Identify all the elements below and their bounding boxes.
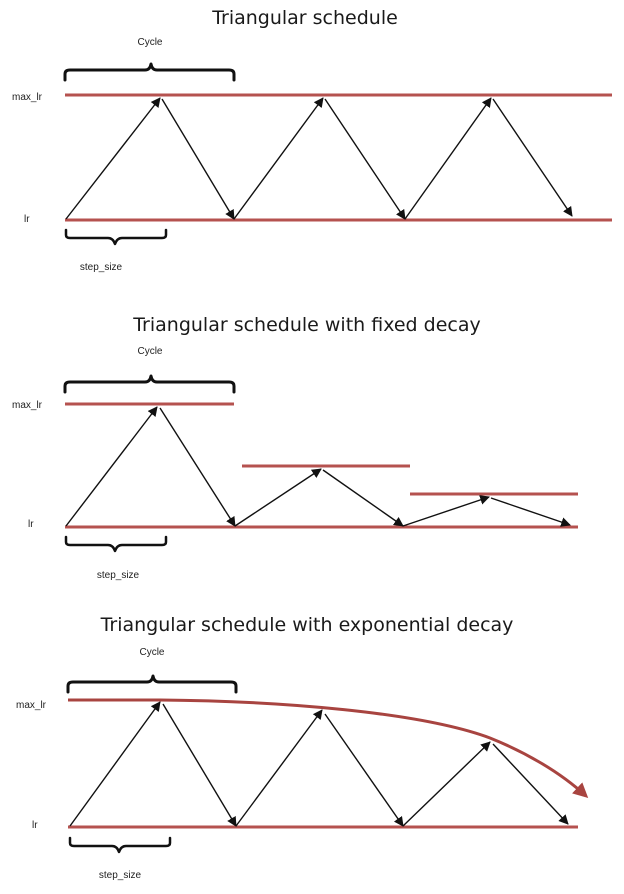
panel-fixed-decay: Triangular schedule with fixed decay Cyc… <box>12 314 578 581</box>
lr-label: lr <box>24 214 30 225</box>
max-lr-label: max_lr <box>12 400 43 411</box>
decrease-arrow <box>322 469 404 527</box>
panel-title: Triangular schedule <box>211 7 398 29</box>
cycle-brace <box>63 374 236 394</box>
increase-arrow <box>404 97 492 220</box>
cycle-label: Cycle <box>137 346 162 357</box>
decrease-arrow <box>492 743 569 825</box>
decrease-arrow <box>492 98 573 217</box>
increase-arrow <box>233 97 324 220</box>
increase-arrow <box>69 701 161 827</box>
exponential-decay-curve <box>68 698 589 799</box>
decrease-arrow <box>162 703 237 827</box>
decrease-arrow <box>161 98 235 220</box>
panel-exponential-decay: Triangular schedule with exponential dec… <box>16 614 589 881</box>
increase-arrow <box>65 406 158 527</box>
cycle-label: Cycle <box>137 37 162 48</box>
panel-triangular: Triangular schedule Cycle max_lr lr step… <box>12 7 612 273</box>
panel-title: Triangular schedule with fixed decay <box>132 314 481 336</box>
panel-title: Triangular schedule with exponential dec… <box>100 614 514 636</box>
max-lr-label: max_lr <box>12 92 43 103</box>
step-size-brace <box>64 535 168 553</box>
step-size-brace <box>68 836 172 854</box>
step-size-label: step_size <box>80 262 123 273</box>
decrease-arrow <box>159 407 236 527</box>
increase-arrow <box>402 741 491 827</box>
increase-arrow <box>235 709 323 827</box>
increase-arrow <box>234 468 322 527</box>
lr-label: lr <box>28 519 34 530</box>
cycle-brace <box>63 62 236 82</box>
step-size-label: step_size <box>97 570 140 581</box>
increase-arrow <box>65 97 161 220</box>
decrease-arrow <box>490 497 571 527</box>
lr-label: lr <box>32 820 38 831</box>
cycle-label: Cycle <box>139 647 164 658</box>
step-size-brace <box>64 228 168 246</box>
decrease-arrow <box>324 98 406 220</box>
decrease-arrow <box>324 713 404 827</box>
max-lr-label: max_lr <box>16 700 47 711</box>
step-size-label: step_size <box>99 870 142 881</box>
increase-arrow <box>402 495 490 527</box>
cycle-brace <box>66 674 238 694</box>
